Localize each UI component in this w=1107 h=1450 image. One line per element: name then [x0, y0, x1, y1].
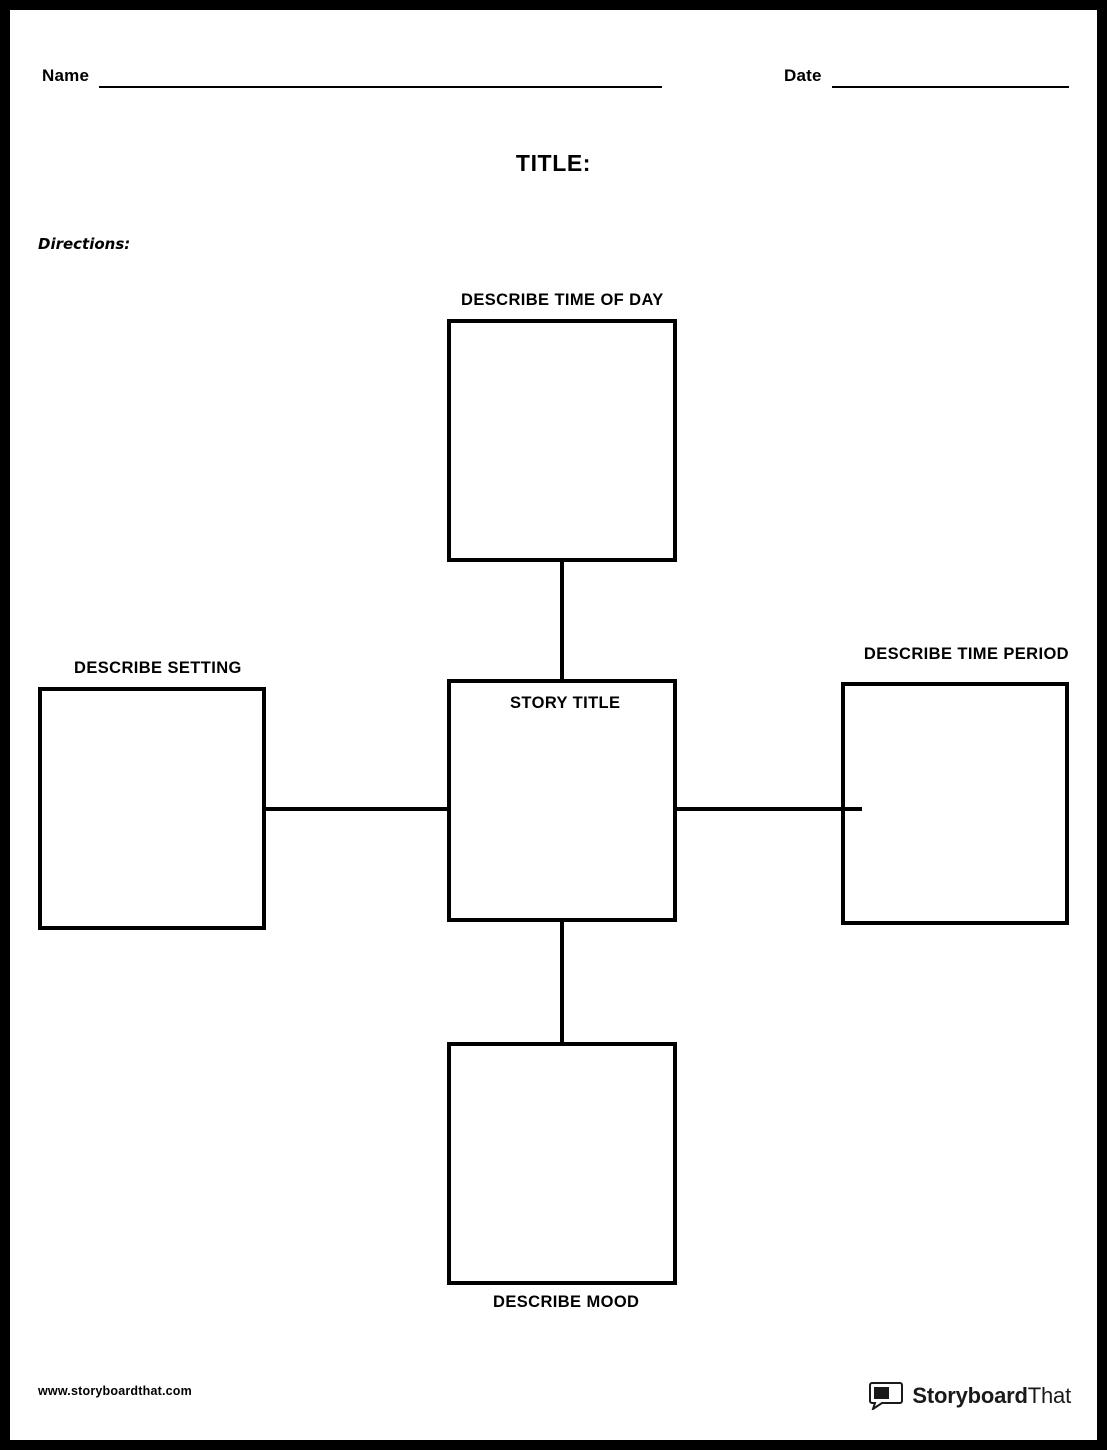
caption-describe-time-period: DESCRIBE TIME PERIOD: [863, 645, 1069, 663]
date-label: Date: [784, 66, 822, 85]
connector-top: [560, 562, 564, 679]
name-label: Name: [42, 66, 90, 85]
spider-map-diagram: DESCRIBE TIME OF DAY STORY TITLE DESCRIB…: [10, 10, 1097, 1440]
brand-name-first: Storyboard: [912, 1383, 1028, 1408]
name-input-line[interactable]: [99, 66, 662, 88]
date-input-line[interactable]: [831, 66, 1069, 88]
caption-describe-setting: DESCRIBE SETTING: [74, 659, 242, 677]
caption-describe-mood: DESCRIBE MOOD: [493, 1293, 640, 1311]
speech-bubble-icon: [869, 1382, 904, 1412]
connector-left: [266, 807, 451, 811]
box-story-title[interactable]: [447, 679, 677, 922]
box-describe-setting[interactable]: [38, 687, 266, 930]
box-describe-mood[interactable]: [447, 1042, 677, 1285]
footer-url[interactable]: www.storyboardthat.com: [38, 1384, 192, 1398]
name-field-row: Name: [42, 66, 662, 88]
box-describe-time-period[interactable]: [841, 682, 1069, 925]
box-describe-time-of-day[interactable]: [447, 319, 677, 562]
caption-describe-time-of-day: DESCRIBE TIME OF DAY: [461, 291, 664, 309]
connector-bottom: [560, 922, 564, 1042]
caption-story-title: STORY TITLE: [510, 694, 621, 712]
page-title: TITLE:: [515, 150, 592, 176]
date-field-row: Date: [784, 66, 1069, 88]
directions-label: Directions:: [38, 235, 131, 253]
brand-wordmark: StoryboardThat: [912, 1383, 1071, 1409]
connector-right: [677, 807, 862, 811]
brand-name-second: That: [1027, 1383, 1071, 1408]
brand-logo: StoryboardThat: [869, 1382, 1071, 1412]
